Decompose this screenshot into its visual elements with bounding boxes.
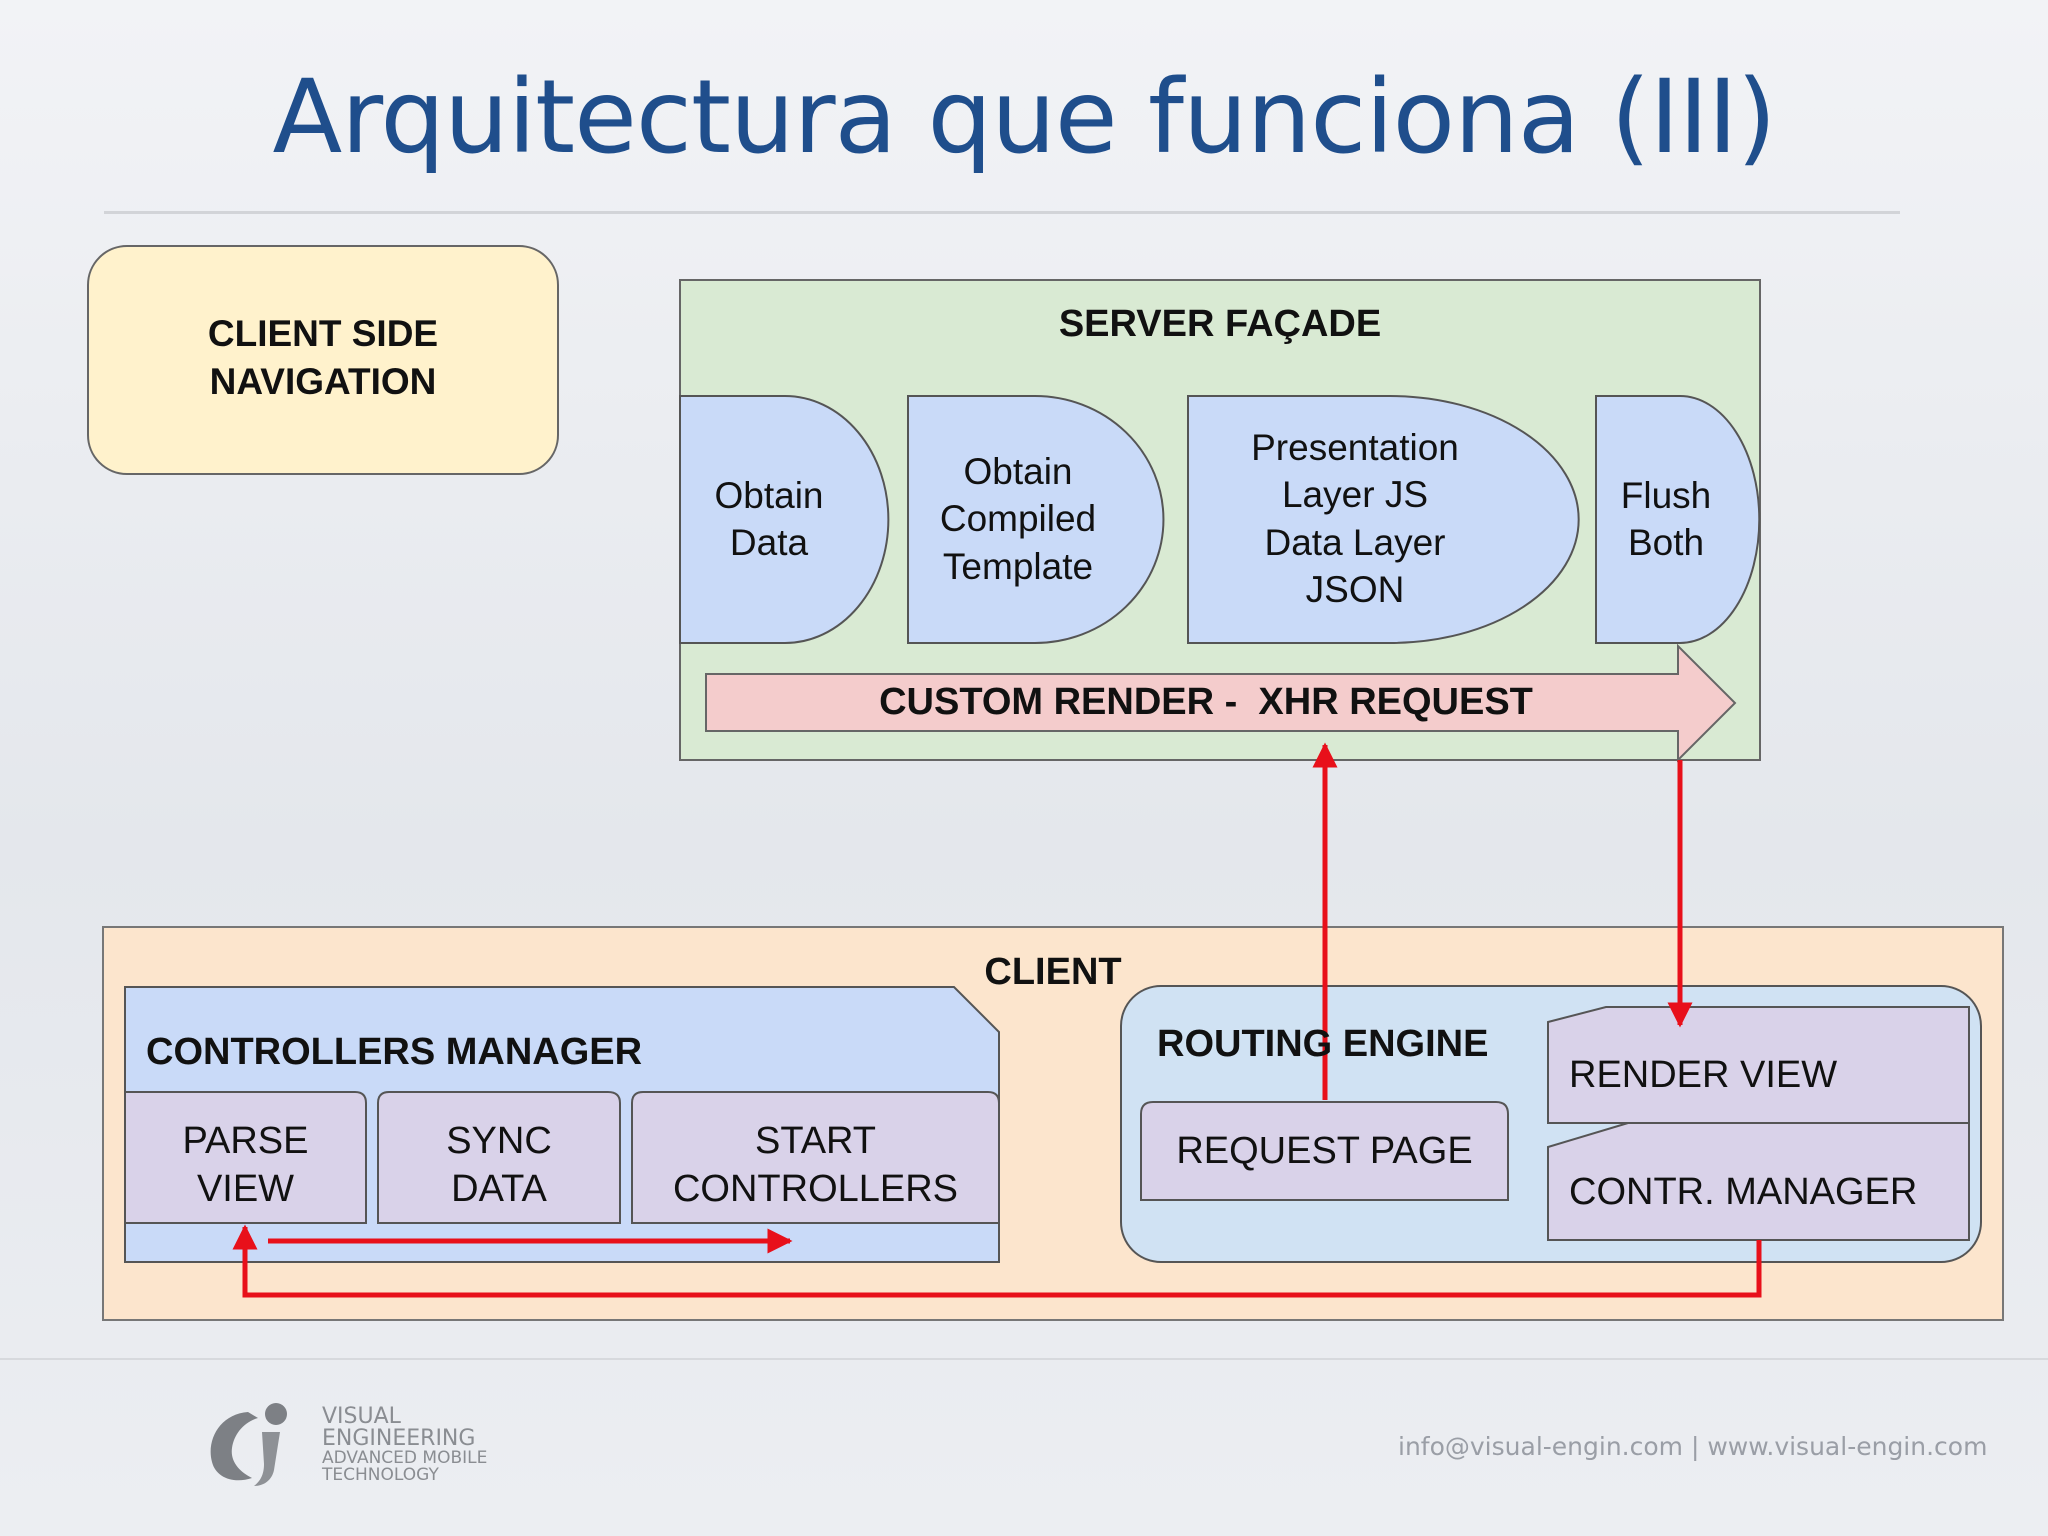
contr-manager-box: [1547, 1122, 1970, 1241]
server-facade-label: SERVER FAÇADE: [1058, 303, 1382, 345]
presentation-line4: JSON: [1305, 569, 1405, 610]
flush-both-line2: Both: [1627, 522, 1705, 563]
client-side-navigation-line2: NAVIGATION: [209, 361, 437, 402]
footer-contact: info@visual-engin.com | www.visual-engin…: [1398, 1432, 1988, 1461]
step-presentation-layer: [1187, 395, 1580, 644]
obtain-template-line3: Template: [942, 546, 1094, 587]
contr-manager-label: CONTR. MANAGER: [1569, 1171, 1918, 1213]
step-flush-both: [1595, 395, 1761, 644]
presentation-line3: Data Layer: [1264, 522, 1446, 563]
request-page-label: REQUEST PAGE: [1176, 1130, 1473, 1172]
logo-text: VISUAL ENGINEERING ADVANCED MOBILE TECHN…: [322, 1406, 487, 1484]
title-divider: [104, 211, 1900, 214]
start-controllers-box: [631, 1091, 1000, 1224]
render-view-box: [1547, 1006, 1970, 1124]
request-page-box: [1140, 1101, 1509, 1201]
custom-render-label: CUSTOM RENDER - XHR REQUEST: [879, 681, 1533, 723]
logo-line-4: TECHNOLOGY: [322, 1465, 439, 1485]
client-label: CLIENT: [984, 951, 1122, 993]
slide-title: Arquitectura que funciona (III): [272, 58, 1777, 177]
parse-view-line1: PARSE: [182, 1120, 309, 1162]
logo-line-3: ADVANCED MOBILE: [322, 1448, 488, 1468]
custom-render-arrow: [705, 643, 1737, 763]
obtain-template-line2: Compiled: [939, 498, 1097, 539]
sync-data-line1: SYNC: [446, 1120, 552, 1162]
step-obtain-data: [679, 395, 890, 644]
start-controllers-line1: START: [754, 1120, 877, 1162]
sync-data-box: [377, 1091, 621, 1224]
flush-both-line1: Flush: [1620, 475, 1712, 516]
client-side-navigation-box: [87, 245, 559, 475]
step-obtain-compiled-template: [907, 395, 1165, 644]
contr-manager-to-parse-view-connector: [232, 1224, 1762, 1298]
obtain-template-line1: Obtain: [963, 451, 1073, 492]
visual-engineering-logo-icon: [210, 1403, 287, 1486]
render-view-label: RENDER VIEW: [1569, 1054, 1838, 1096]
footer-divider: [0, 1358, 2048, 1360]
controllers-manager-label: CONTROLLERS MANAGER: [146, 1031, 643, 1073]
obtain-data-line1: Obtain: [714, 475, 824, 516]
parse-view-box: [124, 1091, 367, 1224]
sync-data-line2: DATA: [451, 1168, 547, 1210]
logo-line-1: VISUAL: [322, 1404, 401, 1429]
start-controllers-line2: CONTROLLERS: [672, 1168, 959, 1210]
presentation-line2: Layer JS: [1281, 474, 1428, 515]
client-side-navigation-line1: CLIENT SIDE: [207, 313, 439, 354]
presentation-line1: Presentation: [1251, 427, 1459, 468]
parse-view-line2: VIEW: [196, 1168, 295, 1210]
obtain-data-line2: Data: [729, 522, 809, 563]
logo-line-2: ENGINEERING: [322, 1426, 476, 1451]
routing-engine-label: ROUTING ENGINE: [1157, 1023, 1489, 1065]
